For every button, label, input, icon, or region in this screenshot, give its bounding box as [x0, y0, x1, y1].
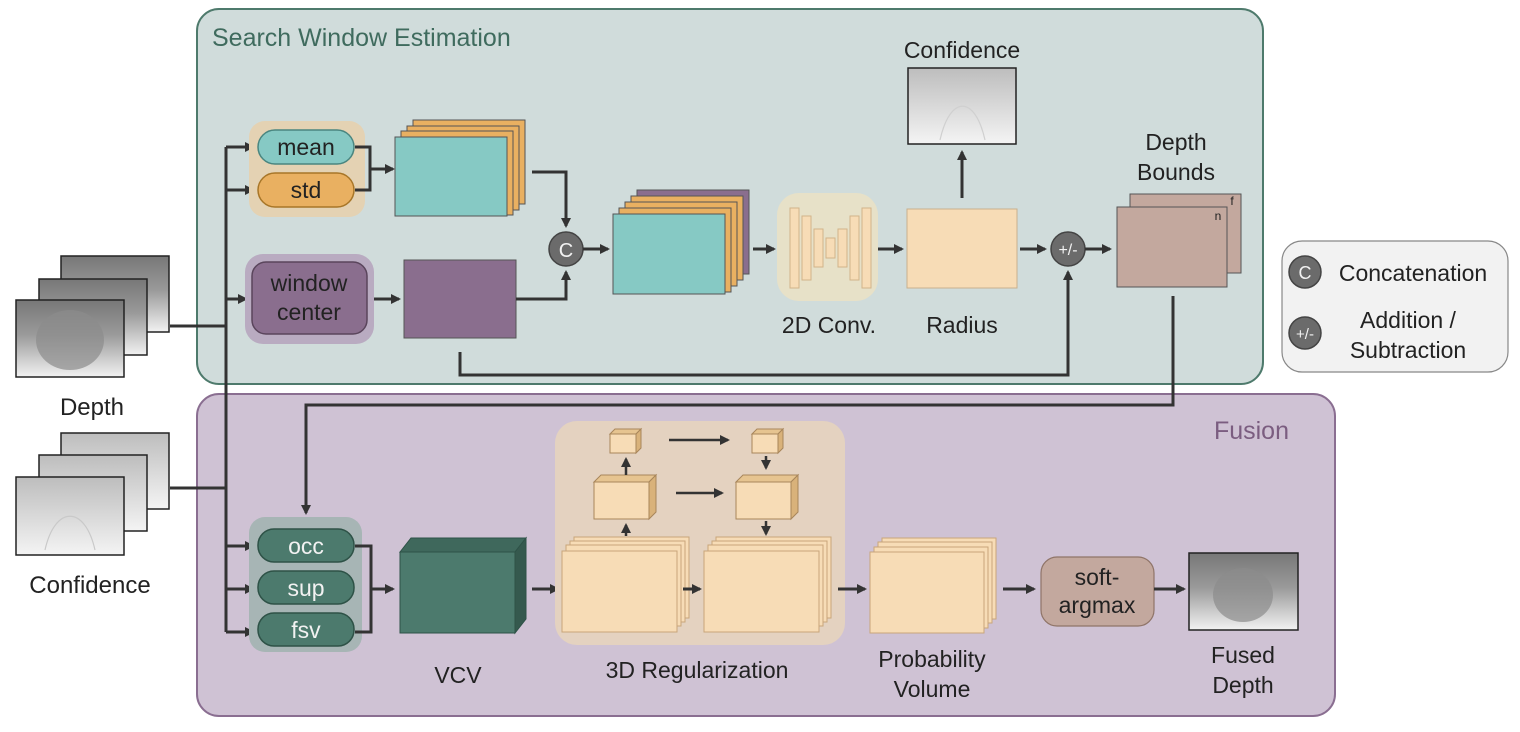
legend-concat-symbol-text: C — [1299, 263, 1312, 283]
confidence-input-label: Confidence — [29, 572, 150, 599]
reg-volume-mid-left — [592, 473, 658, 521]
depth-bounds-near: n — [1215, 209, 1222, 223]
occ-node — [257, 528, 355, 563]
sup-label: sup — [287, 575, 324, 601]
vcv-volume — [398, 536, 528, 635]
mean-label: mean — [277, 134, 335, 160]
reg-volume-left — [561, 536, 690, 633]
reg-volume-mid-right — [734, 473, 800, 521]
fused-depth-line1: Fused — [1211, 642, 1275, 668]
fused-depth-line2: Depth — [1212, 672, 1273, 698]
conv2d-label: 2D Conv. — [782, 312, 876, 338]
legend-addsub-symbol-text: +/- — [1296, 326, 1314, 343]
confidence-output-label: Confidence — [904, 37, 1020, 63]
softargmax-line2: argmax — [1059, 592, 1136, 618]
fsv-node — [257, 612, 355, 647]
arrow-center-to-addsub — [458, 270, 1073, 377]
sup-node — [257, 570, 355, 605]
window-center-line2: center — [277, 299, 341, 325]
input-routing — [170, 142, 255, 637]
depth-bounds-line1: Depth — [1145, 129, 1206, 155]
confidence-input-stack — [15, 432, 170, 556]
depth-bounds-line2: Bounds — [1137, 159, 1215, 185]
concat-op-symbol: C — [559, 240, 573, 262]
depth-bounds-stack — [1116, 193, 1242, 288]
probability-volume-line2: Volume — [894, 676, 971, 702]
search-window-title: Search Window Estimation — [212, 24, 511, 52]
reg-volume-top-left — [608, 427, 643, 455]
legend-box — [1281, 240, 1509, 373]
probability-volume — [869, 537, 997, 634]
fsv-label: fsv — [291, 617, 321, 643]
window-center-map — [403, 259, 517, 339]
softargmax-line1: soft- — [1075, 564, 1120, 590]
conv2d-block — [777, 193, 878, 301]
radius-label: Radius — [926, 312, 998, 338]
depth-input-label: Depth — [60, 394, 124, 421]
mean-node — [257, 129, 355, 165]
stat-feature-stack — [394, 119, 526, 217]
radius-map — [906, 208, 1018, 289]
reg-volume-top-right — [750, 427, 785, 455]
probability-volume-line1: Probability — [878, 646, 986, 672]
regularization-label: 3D Regularization — [606, 657, 789, 683]
fusion-title: Fusion — [1214, 417, 1289, 445]
occ-label: occ — [288, 533, 324, 559]
legend-addsub-line2: Subtraction — [1350, 337, 1466, 363]
window-center-node — [251, 261, 368, 335]
legend-addsub-line1: Addition / — [1360, 307, 1457, 333]
softargmax-node — [1040, 556, 1155, 627]
addsub-op-symbol: +/- — [1058, 242, 1077, 259]
depth-input-stack — [15, 255, 170, 378]
legend-addsub-symbol — [1288, 316, 1322, 350]
vcv-label: VCV — [434, 662, 482, 688]
depth-bounds-far: f — [1230, 194, 1234, 208]
arrow-bounds-to-features — [301, 296, 1175, 515]
std-node — [257, 172, 355, 208]
reg-volume-right — [703, 536, 832, 633]
window-center-line1: window — [270, 270, 348, 296]
legend-concat-symbol — [1288, 255, 1322, 289]
legend-concat-label: Concatenation — [1339, 260, 1487, 286]
std-label: std — [291, 177, 322, 203]
concat-feature-stack — [612, 189, 750, 295]
